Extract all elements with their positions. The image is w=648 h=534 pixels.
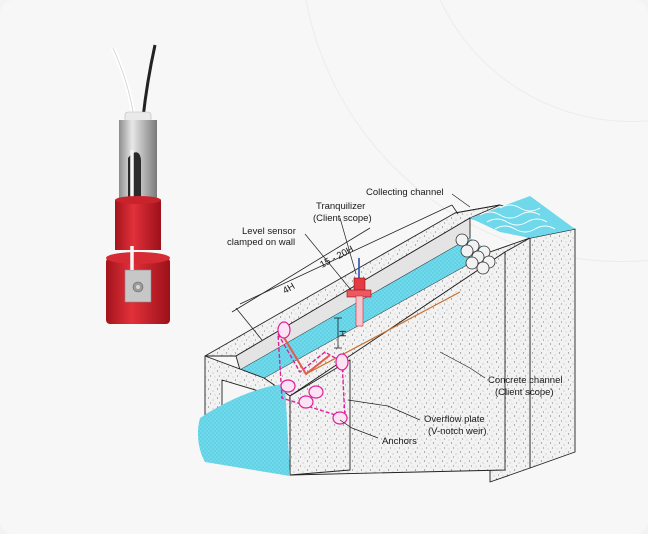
channel-water [240, 238, 490, 378]
label-level-sensor-1: Level sensor [242, 226, 296, 237]
label-overflow-2: (V-notch weir) [428, 426, 487, 437]
label-anchors: Anchors [382, 436, 417, 447]
label-dim-short: 4H [281, 281, 297, 297]
label-dim-height: H [338, 330, 349, 337]
mounted-level-sensor [346, 258, 372, 327]
cable-white [110, 47, 137, 119]
cable-black [141, 44, 157, 119]
sensor-red-collar [115, 200, 161, 250]
collecting-channel [455, 196, 575, 275]
anchors-group [277, 321, 349, 425]
sensor-window [128, 152, 141, 201]
label-tranquilizer-2: (Client scope) [313, 213, 372, 224]
label-level-sensor-2: clamped on wall [227, 237, 295, 248]
channel-back-wall-top [204, 204, 501, 357]
tranquilizer-pipes [455, 233, 496, 275]
leader-lines [304, 193, 486, 439]
label-concrete-2: (Client scope) [495, 387, 554, 398]
v-notch-weir [277, 291, 461, 419]
end-block-front [529, 228, 576, 469]
outflow-water [197, 384, 290, 476]
level-sensor-product [106, 44, 170, 324]
label-tranquilizer-1: Tranquilizer [316, 201, 365, 212]
label-overflow-1: Overflow plate [424, 414, 485, 425]
label-concrete-1: Concrete channel [488, 375, 562, 386]
label-collecting-channel: Collecting channel [366, 187, 444, 198]
